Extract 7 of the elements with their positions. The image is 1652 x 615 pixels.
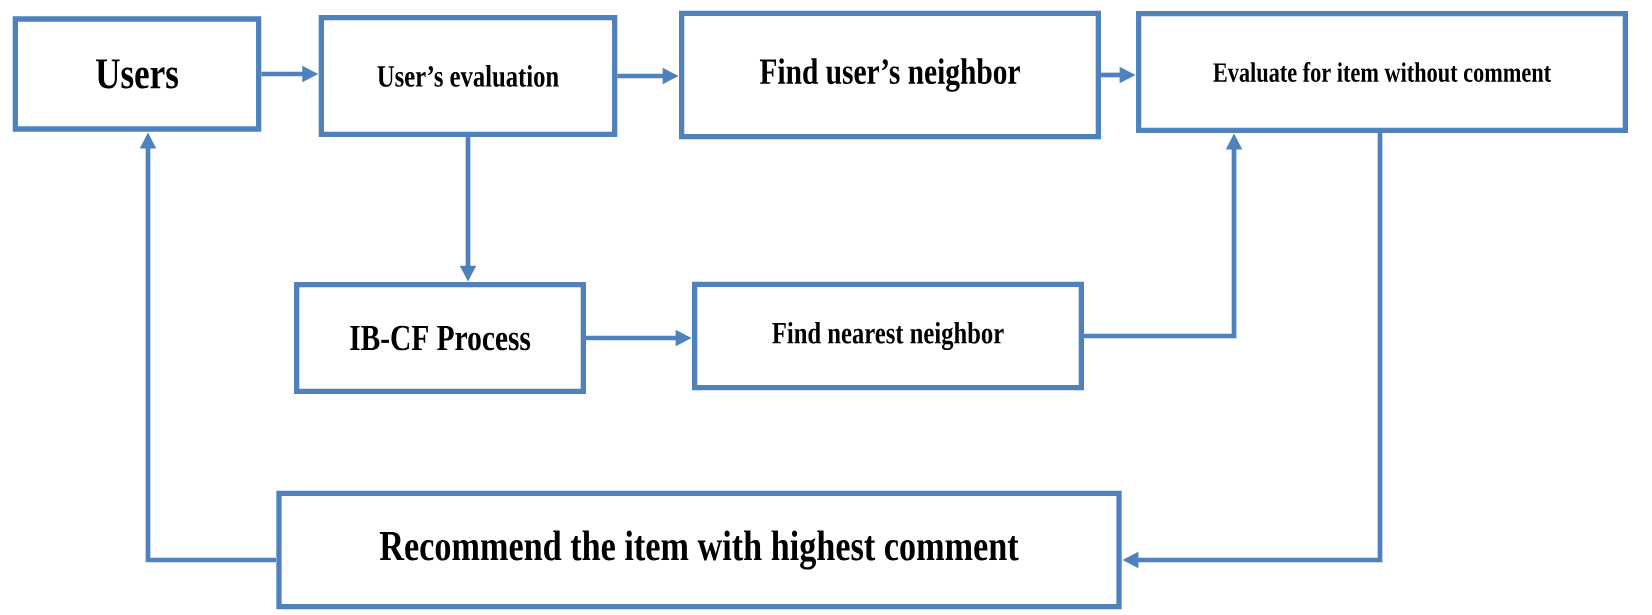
process-box: Evaluate for item without comment [1136,11,1628,133]
process-box: User’s evaluation [318,15,618,137]
process-box: IB-CF Process [294,282,586,394]
process-box: Find nearest neighbor [692,281,1084,391]
process-box: Recommend the item with highest comment [276,490,1122,610]
process-box: Users [12,16,262,132]
process-box: Find user’s neighbor [679,10,1101,140]
